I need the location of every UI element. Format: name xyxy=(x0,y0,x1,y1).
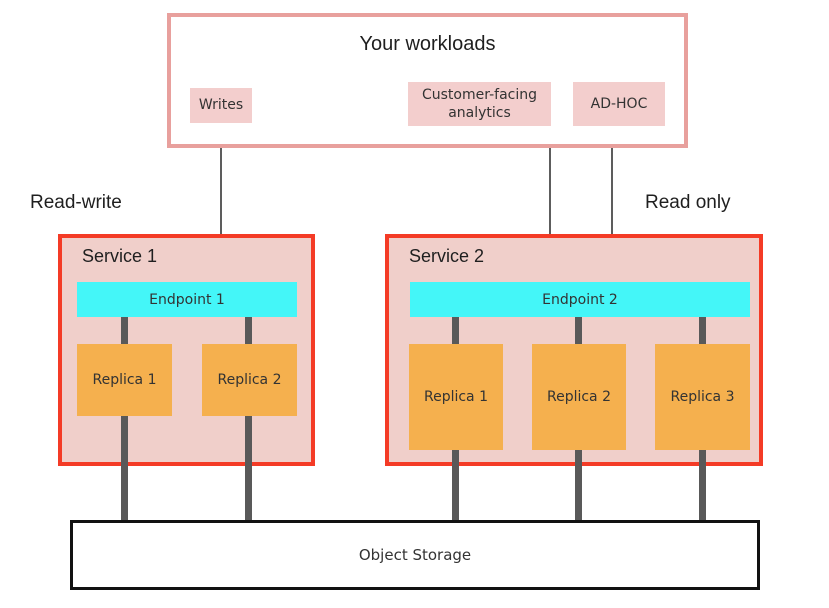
connector-service1-replica2-to-storage xyxy=(245,317,252,523)
service-1-replica-2: Replica 2 xyxy=(202,344,297,416)
service-1-title: Service 1 xyxy=(82,246,158,266)
read-write-label: Read-write xyxy=(30,192,122,213)
service-2-replica-3: Replica 3 xyxy=(655,344,750,450)
workload-ad-hoc: AD-HOC xyxy=(573,82,665,126)
service-1-replica-1: Replica 1 xyxy=(77,344,172,416)
connector-service1-replica1-to-storage xyxy=(121,317,128,523)
service-2-replica-1: Replica 1 xyxy=(409,344,503,450)
workloads-panel-title: Your workloads xyxy=(359,33,496,55)
arrow-line xyxy=(611,126,613,266)
object-storage-box: Object Storage xyxy=(70,520,760,590)
service-2-replica-2: Replica 2 xyxy=(532,344,626,450)
arrow-line xyxy=(549,126,551,266)
endpoint-1-bar: Endpoint 1 xyxy=(77,282,297,317)
workload-customer-facing-analytics: Customer-facing analytics xyxy=(408,82,551,126)
service-2-title: Service 2 xyxy=(409,246,485,266)
object-storage-label: Object Storage xyxy=(358,546,472,564)
workload-writes: Writes xyxy=(190,88,252,123)
endpoint-2-bar: Endpoint 2 xyxy=(410,282,750,317)
read-only-label: Read only xyxy=(645,192,731,213)
arrow-line xyxy=(220,123,222,258)
